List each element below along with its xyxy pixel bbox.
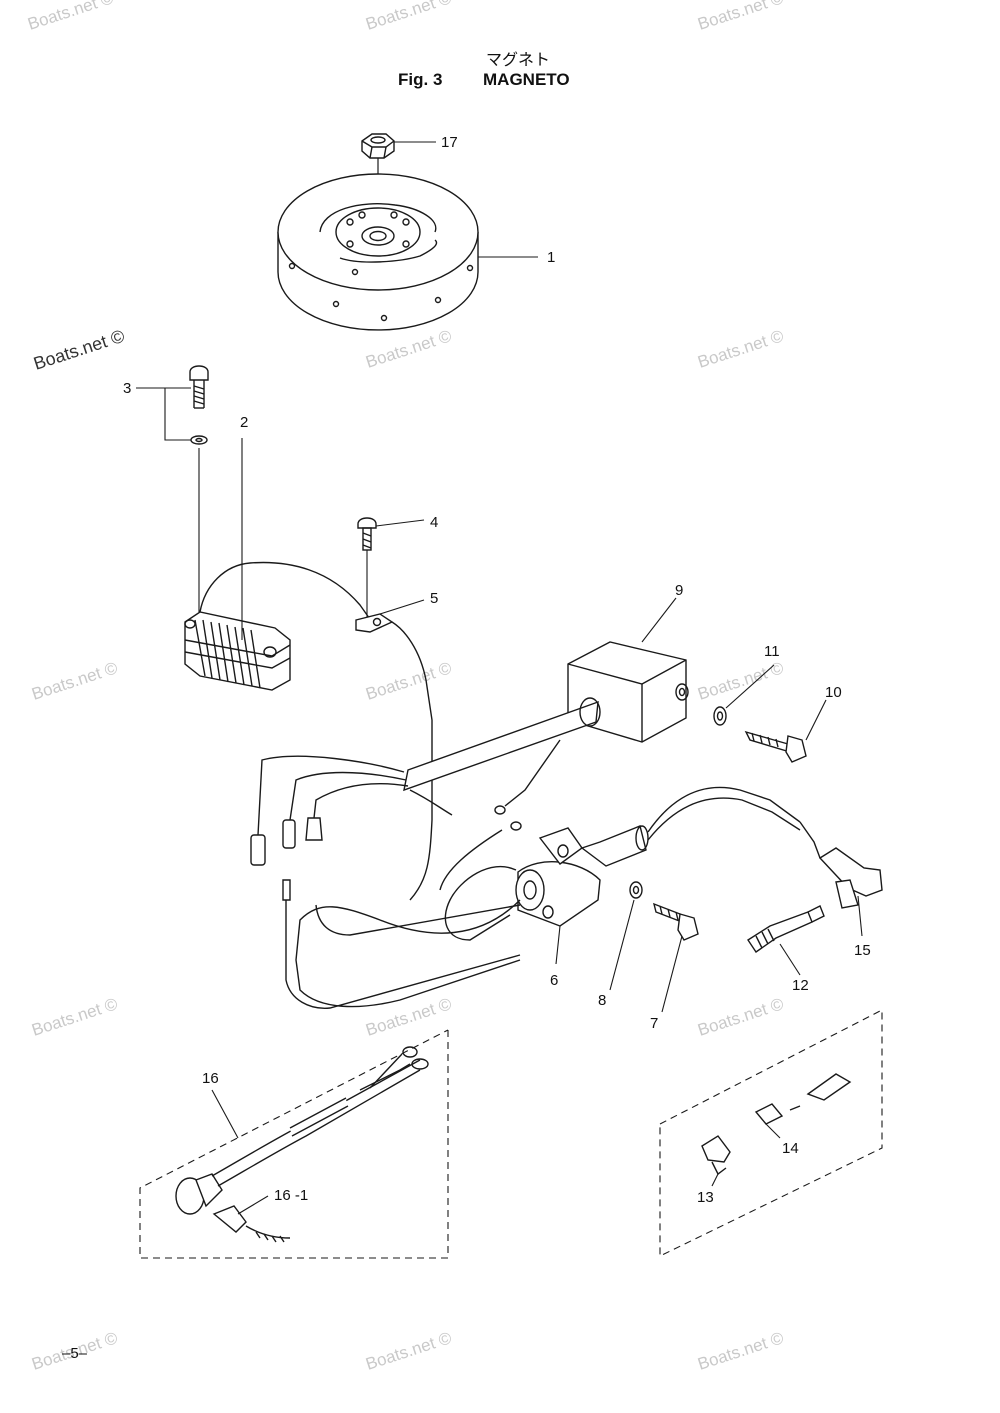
part-15-plug-cap [799,821,883,909]
callout-16: 16 [202,1070,219,1087]
watermark: Boats.net © [363,994,454,1040]
part-12-spark-plug [747,905,825,953]
part-3-screw-washer [189,365,209,612]
part-6-ignition-coil [282,786,801,1009]
callout-13: 13 [697,1189,714,1206]
callout-12: 12 [792,977,809,994]
callout-9: 9 [675,582,683,599]
callout-labels: 17 1 2 3 4 5 9 11 10 6 8 7 12 15 16 16 -… [123,134,871,1206]
callout-7: 7 [650,1015,658,1032]
part-1-flywheel [277,173,479,331]
callout-3: 3 [123,380,131,397]
watermark: Boats.net © [25,0,116,34]
watermark: Boats.net © [695,658,786,704]
figure-number: Fig. 3 [398,70,443,89]
watermark: Boats.net © [363,1328,454,1374]
watermark: Boats.net © [695,1328,786,1374]
callout-8: 8 [598,992,606,1009]
callout-10: 10 [825,684,842,701]
callout-4: 4 [430,514,438,531]
callout-5: 5 [430,590,438,607]
watermark: Boats.net © [695,0,786,34]
watermark: Boats.net © [363,326,454,372]
watermark: Boats.net © [695,326,786,372]
part-9-cdi-unit [250,641,689,866]
leader-lines [136,141,863,1215]
callout-6: 6 [550,972,558,989]
callout-2: 2 [240,414,248,431]
part-2-charge-coil [184,438,373,691]
title-japanese: マグネト [485,50,550,69]
page-number: –5– [62,1345,88,1362]
watermark: Boats.net © [695,994,786,1040]
watermark: Boats.net © [29,994,120,1040]
callout-14: 14 [782,1140,799,1157]
figure-title: MAGNETO [483,70,570,89]
watermark: Boats.net © [29,658,120,704]
part-13-14-group [659,1009,883,1257]
callout-11: 11 [764,643,780,660]
part-10-11-bolt-washer [713,706,807,763]
callout-15: 15 [854,942,871,959]
part-16-stop-switch-group [139,1029,449,1259]
watermark: Boats.net © [363,0,454,34]
callout-16-1: 16 -1 [274,1187,308,1204]
watermark: Boats.net © [363,658,454,704]
watermark: Boats.net © [31,326,127,374]
callout-17: 17 [441,134,458,151]
part-7-8-bolt-washer [629,881,699,941]
part-4-5-screw-clamp [355,517,433,901]
callout-1: 1 [547,249,555,266]
